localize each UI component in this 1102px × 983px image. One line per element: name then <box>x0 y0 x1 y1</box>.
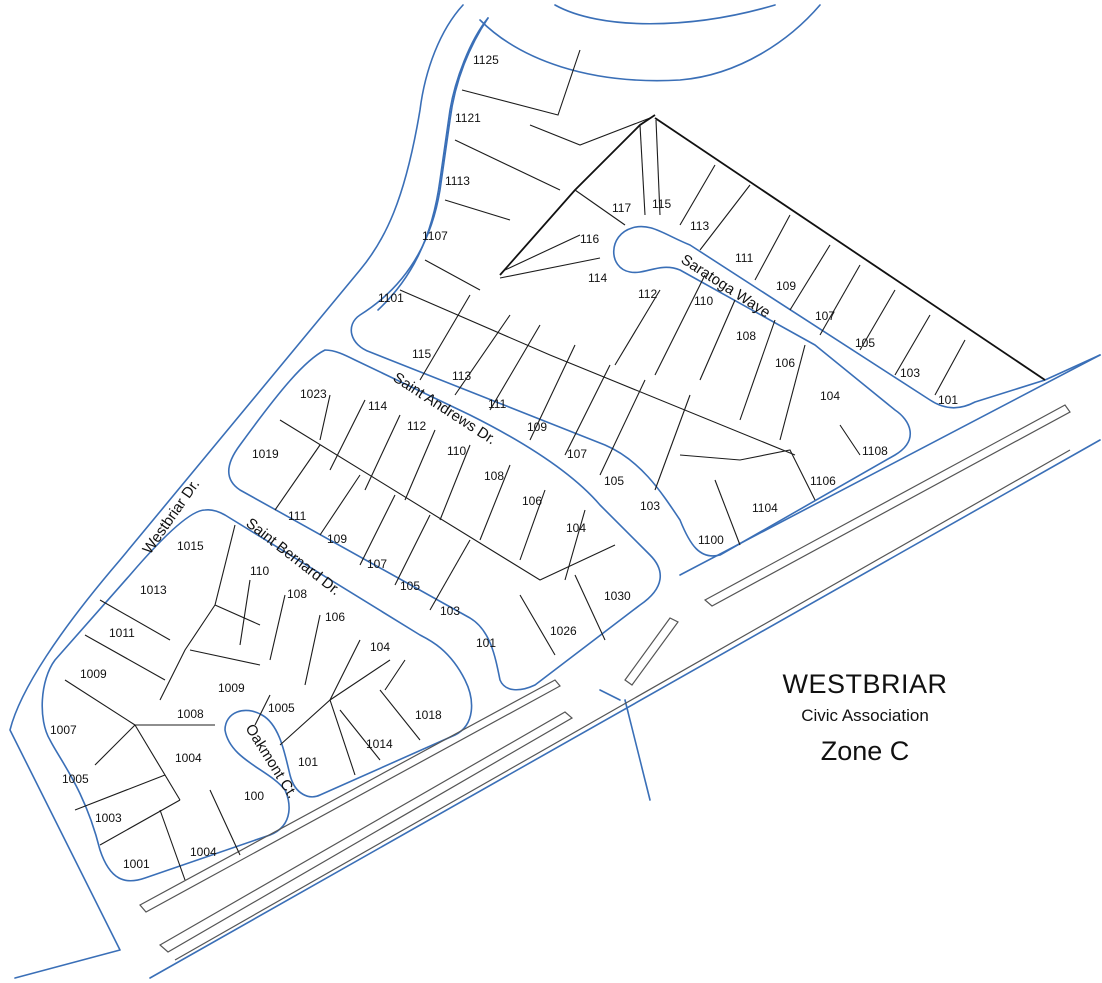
lot-number: 103 <box>900 366 920 380</box>
frontage-north-edge <box>679 354 1101 576</box>
lot-number: 105 <box>855 336 875 350</box>
lot-number: 112 <box>407 419 426 433</box>
lot-number: 1005 <box>268 701 295 715</box>
frontage-south-edge <box>149 439 1101 979</box>
lot-number: 1121 <box>455 111 481 125</box>
median-4 <box>139 679 561 913</box>
lot-number: 1030 <box>604 589 631 603</box>
block-north-outline <box>350 17 1101 557</box>
lot-number: 1004 <box>175 751 202 765</box>
association-subtitle: Civic Association <box>801 706 929 726</box>
lot-number: 1014 <box>366 737 393 751</box>
westbriar-east-edge <box>377 17 489 311</box>
lot-number: 109 <box>527 420 547 434</box>
lot-number: 113 <box>452 369 471 383</box>
lot-number: 1108 <box>862 444 888 458</box>
lot-number: 110 <box>447 444 466 458</box>
north-road-south-edge <box>479 4 821 82</box>
lot-number: 107 <box>815 309 835 323</box>
zone-label: Zone C <box>820 736 910 767</box>
block-middle-outline <box>227 349 662 691</box>
lot-number: 104 <box>370 640 390 654</box>
lot-number: 103 <box>440 604 460 618</box>
lot-number: 111 <box>488 397 507 411</box>
lot-number: 109 <box>776 279 796 293</box>
lot-number: 110 <box>250 564 269 578</box>
lot-number: 1013 <box>140 583 167 597</box>
lot-number: 117 <box>612 201 631 215</box>
median-3 <box>158 711 574 953</box>
lot-number: 100 <box>244 789 264 803</box>
north-road-north-edge <box>554 4 776 25</box>
lot-number: 1104 <box>752 501 778 515</box>
road-outlines <box>9 4 1101 979</box>
lot-number: 1101 <box>378 291 404 305</box>
lot-numbers: 1125 1121 1113 1107 1101 117 115 113 116… <box>50 53 958 871</box>
lot-number: 105 <box>400 579 420 593</box>
lot-number: 108 <box>287 587 307 601</box>
lot-number: 1107 <box>422 229 448 243</box>
lot-number: 1007 <box>50 723 77 737</box>
lot-number: 1100 <box>698 533 724 547</box>
lot-number: 112 <box>638 287 657 301</box>
title-block: WESTBRIAR Civic Association Zone C <box>740 668 990 767</box>
lot-number: 1018 <box>415 708 442 722</box>
lot-number: 108 <box>484 469 504 483</box>
lot-number: 1113 <box>445 174 470 188</box>
lot-number: 104 <box>566 521 586 535</box>
lot-number: 1005 <box>62 772 89 786</box>
lot-number: 107 <box>567 447 587 461</box>
lot-number: 113 <box>690 219 709 233</box>
lot-number: 106 <box>775 356 795 370</box>
block-south-outline <box>41 508 473 882</box>
lot-number: 114 <box>588 271 607 285</box>
westbriar-west-edge <box>9 4 464 979</box>
lot-number: 1004 <box>190 845 217 859</box>
lot-number: 101 <box>938 393 958 407</box>
lot-lines <box>64 49 1046 881</box>
lot-number: 107 <box>367 557 387 571</box>
lot-number: 101 <box>476 636 496 650</box>
lot-number: 115 <box>652 197 671 211</box>
lot-number: 1011 <box>109 626 135 640</box>
lot-number: 1015 <box>177 539 204 553</box>
lot-number: 1019 <box>252 447 279 461</box>
medians <box>139 404 1071 961</box>
lot-number: 105 <box>604 474 624 488</box>
lot-number: 1003 <box>95 811 122 825</box>
lot-number: 109 <box>327 532 347 546</box>
lot-number: 1125 <box>473 53 499 67</box>
lot-number: 114 <box>368 399 387 413</box>
lot-number: 1026 <box>550 624 577 638</box>
lot-number: 115 <box>412 347 431 361</box>
lot-number: 1023 <box>300 387 327 401</box>
lot-number: 104 <box>820 389 840 403</box>
median-5 <box>174 449 1071 961</box>
lot-number: 111 <box>288 509 307 523</box>
association-name: WESTBRIAR <box>782 669 948 699</box>
lot-number: 101 <box>298 755 318 769</box>
lot-number: 1008 <box>177 707 204 721</box>
lot-number: 106 <box>325 610 345 624</box>
lot-number: 111 <box>735 251 754 265</box>
lot-number: 103 <box>640 499 660 513</box>
lot-number: 1001 <box>123 857 150 871</box>
lot-number: 1106 <box>810 474 836 488</box>
street-label-saratoga: Saratoga Waye <box>678 251 774 321</box>
lot-number: 108 <box>736 329 756 343</box>
cross-street-west <box>599 689 621 701</box>
cross-street-east <box>624 699 651 801</box>
median-2 <box>624 617 679 686</box>
lot-number: 106 <box>522 494 542 508</box>
lot-number: 116 <box>580 232 599 246</box>
lot-number: 1009 <box>80 667 107 681</box>
median-1 <box>703 404 1071 607</box>
lot-number: 110 <box>694 294 713 308</box>
lot-number: 1009 <box>218 681 245 695</box>
